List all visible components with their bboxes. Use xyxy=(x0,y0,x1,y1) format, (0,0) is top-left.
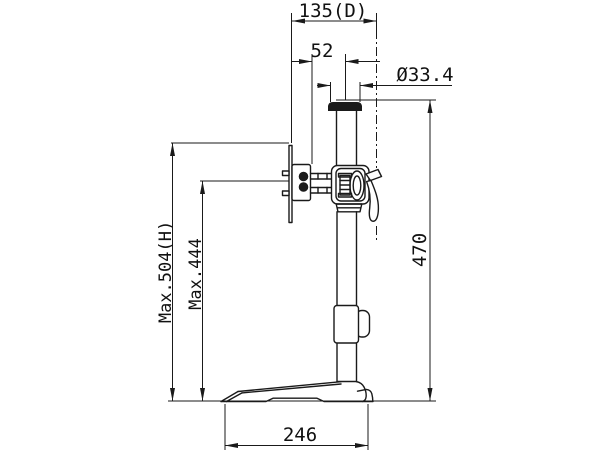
head-collar xyxy=(335,203,363,213)
dim-pole-height xyxy=(336,99,436,401)
dim-label-offset: 52 xyxy=(311,40,334,62)
dim-max-height xyxy=(170,142,289,401)
dimension-labels: 135(D) 52 Ø33.4 470 Max.504(H) Max.444 2… xyxy=(156,0,454,446)
dim-pole-diameter xyxy=(317,82,452,102)
dim-label-max-bracket-height: Max.444 xyxy=(186,238,206,310)
knob-ring xyxy=(349,170,365,201)
stand-outline xyxy=(220,102,383,403)
dim-label-pole-height: 470 xyxy=(409,233,431,267)
mount-head xyxy=(330,164,370,213)
pole-top-cap xyxy=(328,102,362,111)
dim-label-depth: 135(D) xyxy=(299,0,368,22)
dim-max-bracket-height xyxy=(200,180,289,401)
vesa-plate xyxy=(281,144,312,224)
lever-handle xyxy=(365,168,383,222)
vesa-screw-hole xyxy=(298,171,309,182)
base xyxy=(220,380,374,403)
dim-base-depth xyxy=(224,404,369,450)
dim-depth xyxy=(291,13,377,242)
pole xyxy=(328,102,362,383)
dim-offset xyxy=(292,54,380,164)
dimension-lines xyxy=(168,13,452,450)
dim-label-max-height: Max.504(H) xyxy=(156,221,176,323)
dim-label-pole-diameter: Ø33.4 xyxy=(396,64,453,86)
vesa-screw-hole xyxy=(298,182,309,192)
cable-clip xyxy=(333,304,371,344)
mount-arm xyxy=(309,172,333,194)
dim-label-base-depth: 246 xyxy=(283,424,317,446)
